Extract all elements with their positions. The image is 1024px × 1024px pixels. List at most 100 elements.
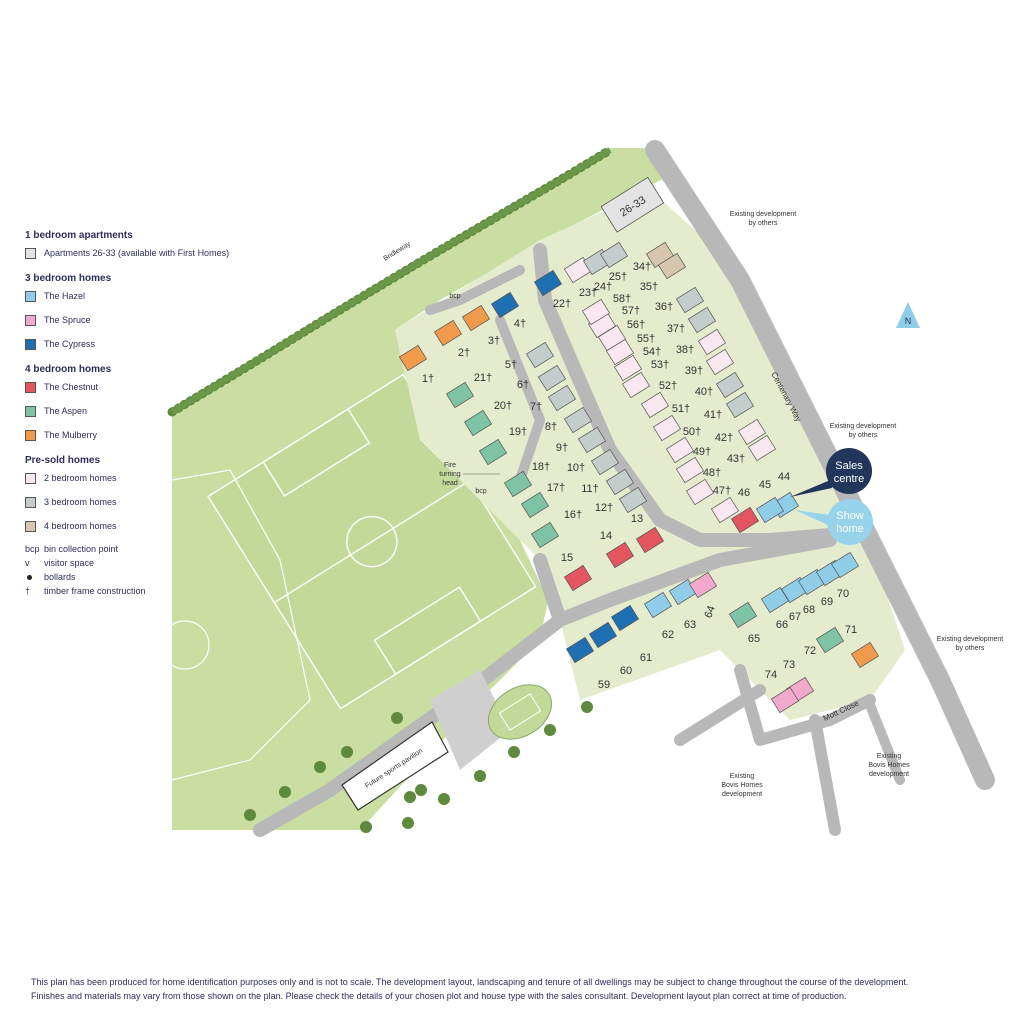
plot-36-house[interactable] [675, 286, 705, 314]
show-home-line2: home [836, 523, 864, 535]
plot-54-house[interactable] [613, 354, 643, 382]
apartments-block[interactable]: 26-33 [600, 176, 665, 233]
plot-35-number: 35† [640, 281, 658, 293]
plot-21-house[interactable] [445, 381, 475, 409]
plot-10-house[interactable] [590, 448, 620, 476]
plot-60-house[interactable] [588, 621, 618, 649]
plot-43-house[interactable] [747, 434, 777, 462]
fire-turning-line3: head [442, 480, 458, 487]
bovis-2-line2: Bovis Homes [868, 762, 910, 769]
spine-road [253, 613, 567, 837]
plot-15-house[interactable] [563, 564, 593, 592]
sales-centre-marker[interactable]: Sales centre [790, 448, 872, 497]
plot-14-house[interactable] [605, 541, 635, 569]
plot-40-house[interactable] [715, 371, 745, 399]
hazel-swatch [25, 290, 36, 302]
dagger-symbol: † [25, 586, 31, 596]
plot-18-house[interactable] [503, 470, 533, 498]
plot-59-house[interactable] [565, 636, 595, 664]
legend-cypress-label: The Cypress [44, 339, 96, 349]
bcp-symbol: bcp [25, 544, 40, 554]
plots-layer: 1†2†3†4†5†6†7†8†9†10†11†12†13141516†17†1… [398, 241, 880, 714]
show-home-line1: Show [836, 510, 864, 522]
plot-53-house[interactable] [621, 371, 651, 399]
plot-38-house[interactable] [697, 328, 727, 356]
legend-presold-4: 4 bedroom homes [25, 520, 255, 532]
plot-38-number: 38† [676, 344, 694, 356]
plot-25-house[interactable] [599, 241, 629, 269]
pavilion-building [341, 721, 449, 811]
plot-68-number: 68 [803, 604, 815, 616]
legend-apartments-heading: 1 bedroom apartments [25, 230, 133, 241]
plot-64-number: 64 [702, 604, 717, 620]
bovis-road-2 [809, 714, 841, 836]
legend-mulberry-label: The Mulberry [44, 430, 98, 440]
plot-9-house[interactable] [577, 426, 607, 454]
existing-dev-3-line2: by others [956, 645, 985, 652]
plot-3-house[interactable] [461, 304, 491, 332]
bovis-1-line2: Bovis Homes [721, 782, 763, 789]
plot-39-house[interactable] [705, 348, 735, 376]
legend-presold-3: 3 bedroom homes [25, 496, 255, 508]
plot-71-house[interactable] [850, 641, 880, 669]
plot-49-house[interactable] [675, 456, 705, 484]
plot-45-number: 45 [759, 479, 771, 491]
plot-62-number: 62 [662, 629, 674, 641]
plot-19-house[interactable] [478, 438, 508, 466]
plot-6-house[interactable] [537, 364, 567, 392]
plot-1-house[interactable] [398, 344, 428, 372]
plot-12-house[interactable] [618, 486, 648, 514]
fire-turning-line1: Fire [444, 462, 456, 469]
sales-centre-line1: Sales [835, 460, 863, 472]
plot-22-house[interactable] [533, 269, 563, 297]
legend-cypress: The Cypress [25, 338, 255, 350]
legend-spruce-label: The Spruce [44, 315, 91, 325]
plot-74-house[interactable] [770, 686, 800, 714]
spruce-swatch [25, 314, 36, 326]
plot-7-house[interactable] [547, 384, 577, 412]
plot-13-house[interactable] [635, 526, 665, 554]
estate-road-main [533, 243, 837, 547]
plot-58-house[interactable] [581, 298, 611, 326]
plot-4-house[interactable] [490, 291, 520, 319]
plot-61-number: 61 [640, 652, 652, 664]
show-home-marker[interactable]: Show home [795, 499, 873, 545]
estate-road-inner [425, 265, 525, 315]
plot-46-house[interactable] [730, 506, 760, 534]
plot-16-house[interactable] [530, 521, 560, 549]
plot-72-house[interactable] [815, 626, 845, 654]
plot-64-house[interactable] [688, 571, 718, 599]
plot-37-house[interactable] [687, 306, 717, 334]
legend-bollards-label: bollards [44, 572, 76, 582]
plot-11-house[interactable] [605, 468, 635, 496]
plot-17-number: 17† [547, 482, 565, 494]
plot-51-house[interactable] [652, 414, 682, 442]
plot-43-number: 43† [727, 453, 745, 465]
plot-25-number: 25† [609, 271, 627, 283]
plot-42-house[interactable] [737, 418, 767, 446]
plot-62-house[interactable] [643, 591, 673, 619]
presold-3-swatch [25, 496, 36, 508]
plot-40-number: 40† [695, 386, 713, 398]
plot-6-number: 6† [517, 379, 529, 391]
plot-5-house[interactable] [525, 341, 555, 369]
plot-50-house[interactable] [665, 436, 695, 464]
plot-45-house[interactable] [755, 496, 785, 524]
plot-20-house[interactable] [463, 409, 493, 437]
plot-48-house[interactable] [685, 478, 715, 506]
plot-70-house[interactable] [830, 551, 860, 579]
plot-65-house[interactable] [728, 601, 758, 629]
plot-47-house[interactable] [710, 496, 740, 524]
plot-52-house[interactable] [640, 391, 670, 419]
plot-2-house[interactable] [433, 319, 463, 347]
plot-41-house[interactable] [725, 391, 755, 419]
plot-35-house[interactable] [657, 252, 687, 280]
plot-59-number: 59 [598, 679, 610, 691]
plot-8-house[interactable] [563, 406, 593, 434]
bovis-road-1 [674, 684, 766, 746]
bcp-label-2: bcp [475, 488, 486, 495]
plot-17-house[interactable] [520, 491, 550, 519]
plot-63-number: 63 [684, 619, 696, 631]
cypress-swatch [25, 338, 36, 350]
plot-61-house[interactable] [610, 604, 640, 632]
